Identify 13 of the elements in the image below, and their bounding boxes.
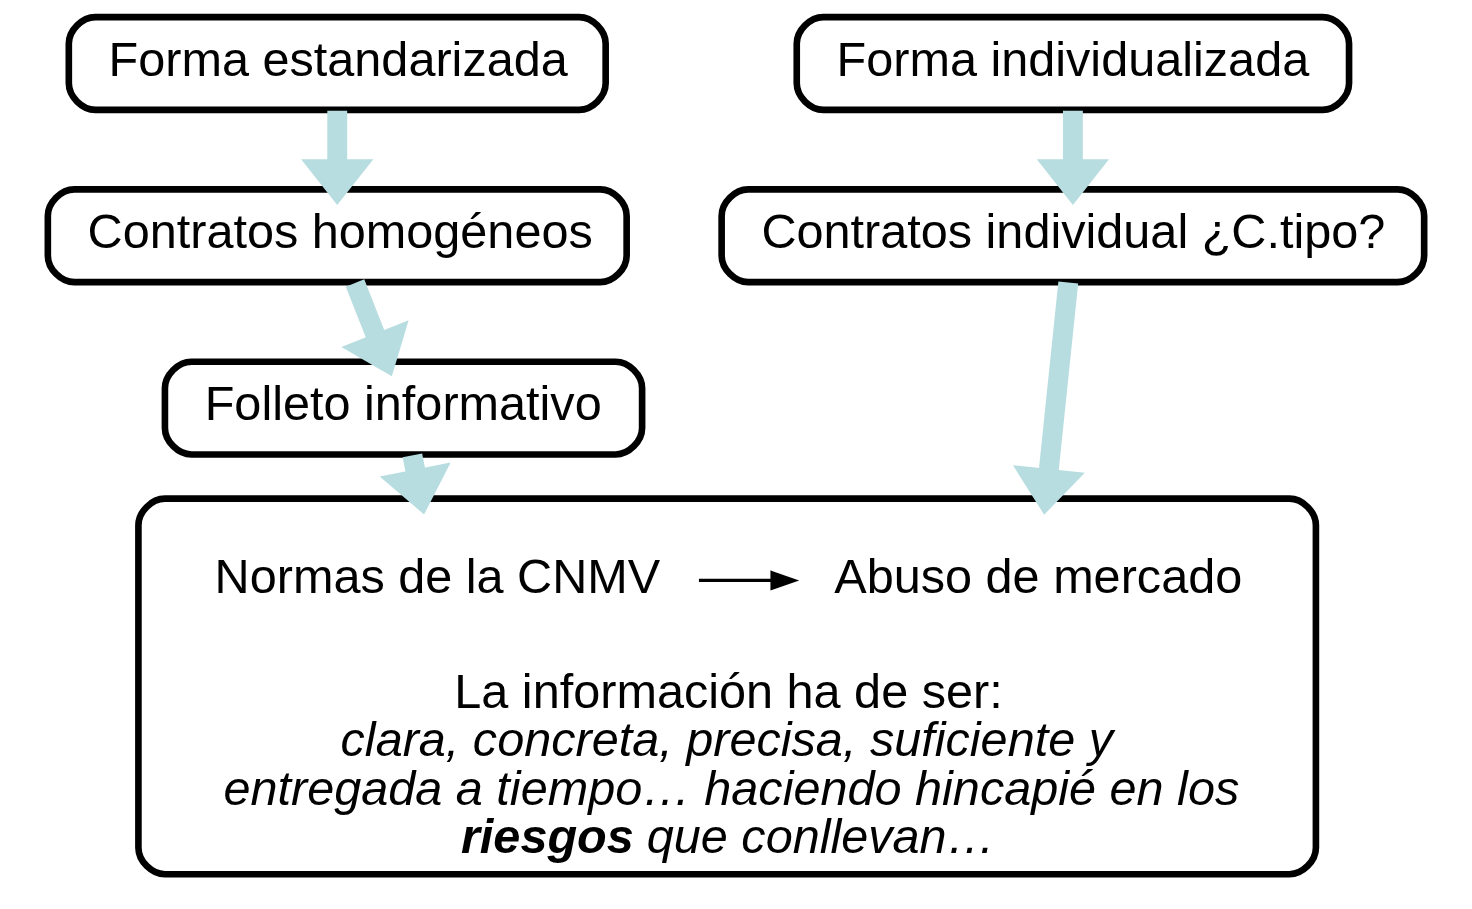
- node-text: Abuso de mercado: [834, 548, 1243, 603]
- node-box: Folleto informativo: [161, 358, 646, 458]
- arrow: [301, 110, 374, 206]
- arrow: [1012, 281, 1085, 515]
- arrow: [341, 279, 409, 377]
- node-text: Normas de la CNMV: [214, 548, 661, 603]
- node-box: Forma individualizada: [793, 13, 1353, 114]
- node-box: Forma estandarizada: [65, 13, 609, 114]
- node-box: Contratos individual ¿C.tipo?: [718, 186, 1428, 286]
- arrow: [379, 453, 451, 515]
- arrow: [698, 570, 800, 591]
- node-box: Contratos homogéneos: [44, 186, 630, 286]
- arrow: [1036, 110, 1110, 206]
